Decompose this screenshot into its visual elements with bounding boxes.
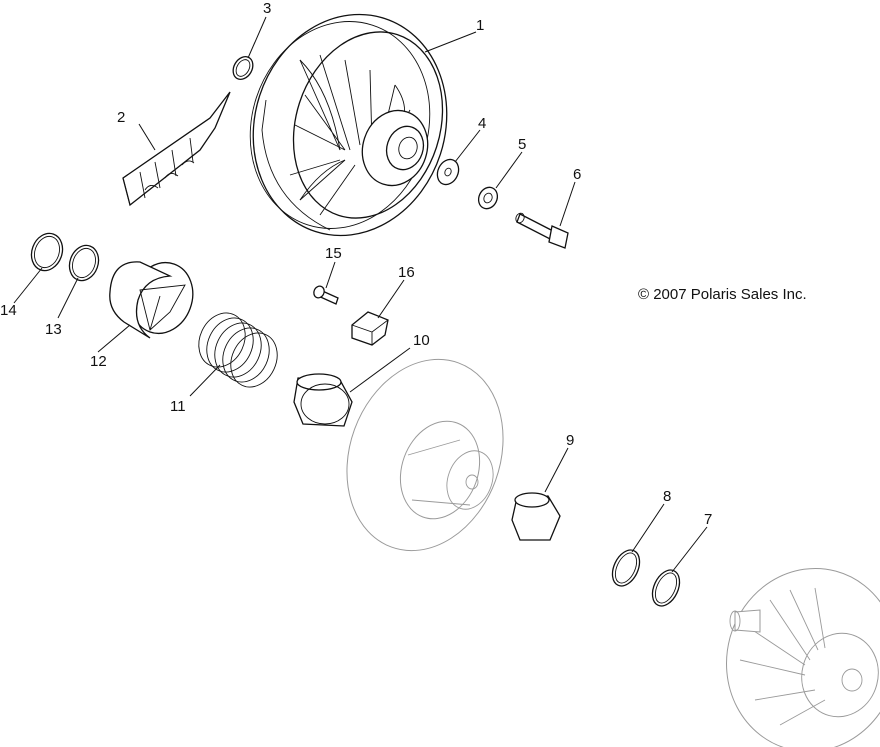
part-15-pin	[313, 285, 339, 305]
callout-1: 1	[476, 17, 484, 34]
callout-13: 13	[45, 321, 62, 338]
callout-10: 10	[413, 332, 430, 349]
part-2-drive-belt	[122, 91, 231, 207]
part-13-ring	[68, 244, 100, 282]
callout-3: 3	[263, 0, 271, 17]
callout-12: 12	[90, 353, 107, 370]
part-8-ring	[611, 549, 641, 587]
callout-6: 6	[573, 166, 581, 183]
part-11-spring	[198, 312, 278, 388]
part-4-washer	[436, 158, 460, 186]
callout-8: 8	[663, 488, 671, 505]
callout-15: 15	[325, 245, 342, 262]
callout-11: 11	[170, 398, 186, 415]
part-6-bolt	[515, 212, 569, 249]
part-1-sheave-assembly	[249, 13, 448, 237]
part-7-ring	[651, 569, 681, 607]
stationary-sheave	[726, 567, 880, 747]
callout-7: 7	[704, 511, 712, 528]
callout-labels: 1 2 3 4 5 6 7 8 9 10 11 12 13 14 15 16	[0, 0, 712, 528]
part-9-bushing	[511, 492, 561, 541]
moveable-sheave	[346, 358, 504, 552]
callout-16: 16	[398, 264, 415, 281]
part-3-retaining-ring	[232, 56, 254, 80]
callout-9: 9	[566, 432, 574, 449]
part-5-lock-washer	[477, 186, 499, 210]
copyright-notice: © 2007 Polaris Sales Inc.	[638, 286, 807, 303]
part-10-bushing	[293, 373, 353, 427]
callout-4: 4	[478, 115, 486, 132]
part-16-button	[351, 311, 389, 346]
leader-lines	[13, 16, 708, 573]
part-12-cam	[109, 261, 194, 339]
callout-5: 5	[518, 136, 526, 153]
callout-2: 2	[117, 109, 125, 126]
callout-14: 14	[0, 302, 17, 319]
part-14-snap-ring	[30, 232, 64, 272]
